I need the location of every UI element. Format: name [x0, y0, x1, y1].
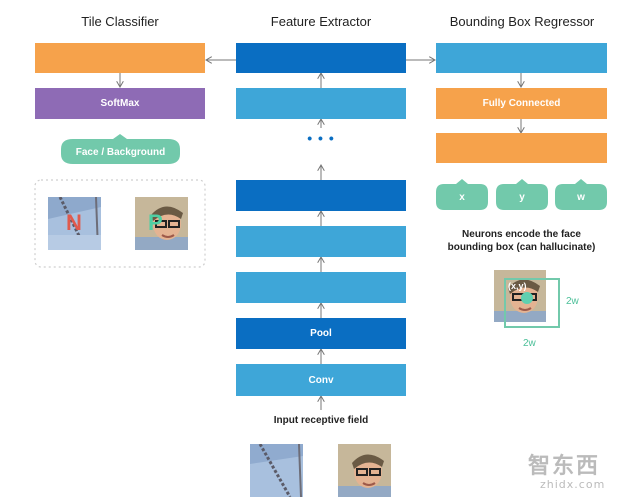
- extractor-top-layer: [236, 43, 406, 73]
- bounding-box-regressor-title: Bounding Box Regressor: [449, 14, 595, 29]
- pool-label: Pool: [310, 328, 332, 339]
- face-background-label: Face / Background: [75, 146, 166, 158]
- input-receptive-field-label: Input receptive field: [273, 415, 369, 426]
- softmax-label: SoftMax: [100, 98, 140, 109]
- output-y: y: [496, 179, 548, 210]
- extractor-layer-2: [236, 88, 406, 119]
- output-tag-shape: [61, 134, 180, 164]
- positive-tile-image: [135, 197, 188, 250]
- watermark-logo: 智东西: [528, 454, 601, 479]
- regressor-note-line1: Neurons encode the face: [462, 229, 581, 240]
- center-point-label: (x,y): [508, 281, 527, 291]
- width-label-bottom: 2w: [523, 338, 536, 349]
- classifier-fc-layer: [35, 43, 205, 73]
- output-y-shape: [496, 179, 548, 210]
- sample-tiles-frame: [34, 179, 206, 268]
- center-point-marker: [521, 292, 533, 304]
- input-image-negative: [250, 444, 303, 497]
- extractor-layer-3: [236, 180, 406, 211]
- fully-connected-label: Fully Connected: [482, 98, 561, 109]
- face-background-output: Face / Background: [61, 134, 180, 164]
- tile-classifier-title: Tile Classifier: [81, 14, 159, 29]
- regressor-note-line2: bounding box (can hallucinate): [447, 242, 596, 253]
- negative-tile-image: [48, 197, 101, 250]
- regressor-top-layer: [436, 43, 607, 73]
- conv-layer: Conv: [236, 364, 406, 396]
- feature-extractor-title: Feature Extractor: [270, 14, 372, 29]
- conv-label: Conv: [308, 374, 334, 386]
- extractor-layer-4: [236, 226, 406, 257]
- output-w-label: w: [577, 191, 585, 203]
- output-x: x: [436, 179, 488, 210]
- positive-marker: P: [148, 210, 163, 235]
- softmax-layer: SoftMax: [35, 88, 205, 119]
- pool-layer: Pool: [236, 318, 406, 349]
- positive-sample-tile: P: [135, 197, 188, 250]
- output-x-label: x: [459, 191, 465, 203]
- predicted-bounding-box: [504, 278, 560, 328]
- input-image-positive: [338, 444, 391, 497]
- fully-connected-layer: Fully Connected: [436, 88, 607, 119]
- regressor-output-layer: [436, 133, 607, 163]
- output-x-shape: [436, 179, 488, 210]
- extractor-layer-5: [236, 272, 406, 303]
- width-label-right: 2w: [566, 296, 579, 307]
- negative-sample-tile: N: [48, 197, 101, 250]
- output-w-shape: [555, 179, 607, 210]
- ellipsis-more-layers: • • •: [307, 130, 335, 146]
- output-w: w: [555, 179, 607, 210]
- input-positive-image: [338, 444, 391, 497]
- output-y-label: y: [519, 191, 525, 203]
- negative-marker: N: [66, 210, 82, 235]
- watermark-site: zhidx.com: [540, 478, 606, 491]
- input-negative-image: [250, 444, 303, 497]
